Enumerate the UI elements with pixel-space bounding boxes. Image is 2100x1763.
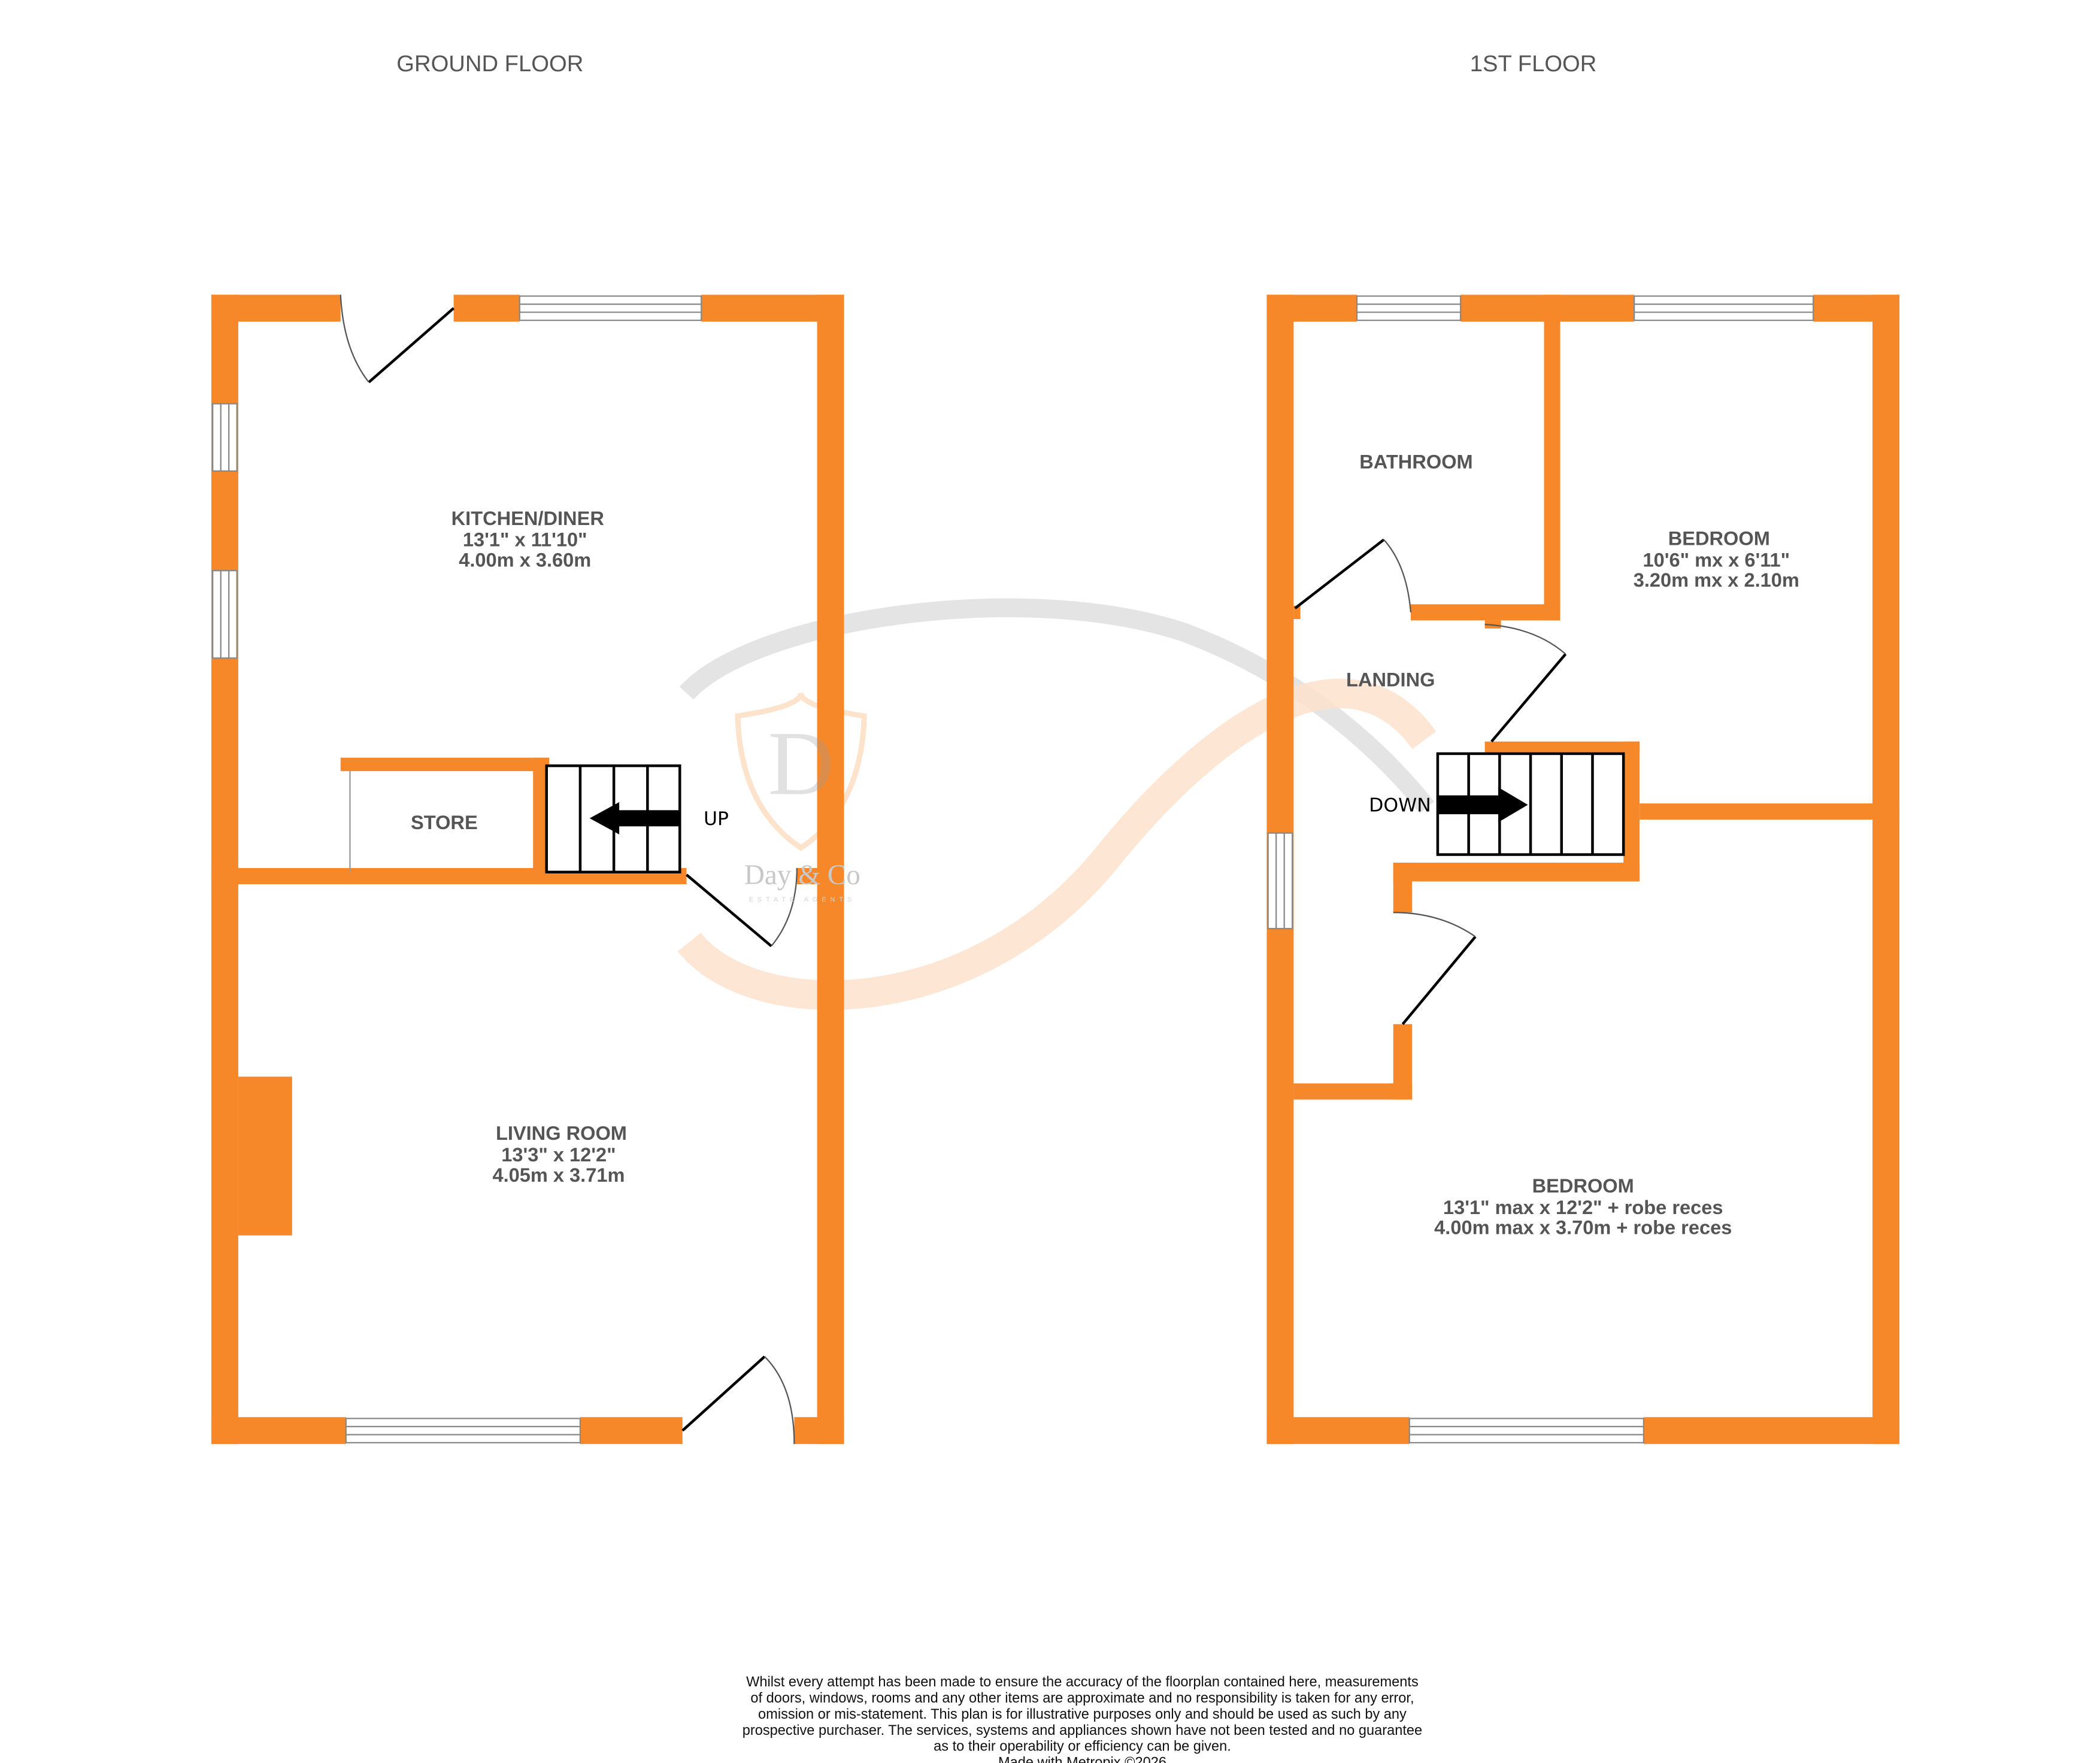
first-stairs [1436, 752, 1625, 856]
door-icon [1393, 912, 1477, 1025]
window [1408, 1418, 1645, 1444]
kitchen-metric: 4.00m x 3.60m [459, 548, 591, 571]
window [212, 570, 238, 659]
watermark-grey-swoosh [679, 598, 1435, 814]
fireplace [238, 1076, 292, 1236]
stairs-down-label: DOWN [1369, 795, 1431, 817]
first-walls [1266, 295, 1900, 1445]
living-name: LIVING ROOM [496, 1122, 627, 1144]
first-doors [1294, 538, 1567, 1025]
watermark-letter: D [768, 713, 834, 814]
bedroom-large-imperial: 13'1" max x 12'2" + robe reces [1443, 1196, 1723, 1218]
disclaimer-line: of doors, windows, rooms and any other i… [750, 1691, 1414, 1706]
ground-stairs [545, 764, 681, 874]
window [519, 295, 702, 321]
store-name: STORE [411, 811, 478, 833]
watermark-name: Day & Co [744, 860, 860, 891]
bedroom-small-imperial: 10'6" mx x 6'11" [1643, 548, 1790, 571]
disclaimer-line: omission or mis-statement. This plan is … [758, 1707, 1407, 1722]
first-floor-plan: DOWN BATHROOM BEDROOM 10'6" mx x 6'11" 3… [1266, 295, 1900, 1445]
ground-doors [340, 295, 798, 1445]
disclaimer: Whilst every attempt has been made to en… [743, 1674, 1422, 1763]
bedroom-large-name: BEDROOM [1532, 1175, 1634, 1197]
arrow-right-icon [1437, 787, 1528, 823]
bedroom-small-metric: 3.20m mx x 2.10m [1634, 569, 1799, 591]
disclaimer-line: Whilst every attempt has been made to en… [746, 1674, 1419, 1690]
bedroom-large-metric: 4.00m max x 3.70m + robe reces [1434, 1216, 1732, 1238]
watermark-orange-swoosh [677, 678, 1437, 1010]
watermark-text: D Day & Co ESTATE AGENTS [744, 713, 860, 903]
kitchen-imperial: 13'1" x 11'10" [463, 529, 587, 551]
window [345, 1418, 581, 1444]
ground-floor-plan: UP KITCHEN/DINER 13'1" x 11'10" 4.00m x … [211, 295, 844, 1445]
ground-windows [212, 295, 702, 1444]
living-imperial: 13'3" x 12'2" [501, 1143, 616, 1166]
first-floor-title: 1ST FLOOR [1470, 51, 1597, 77]
disclaimer-line: as to their operability or efficiency ca… [934, 1739, 1231, 1755]
first-windows [1267, 295, 1814, 1444]
door-icon [1484, 623, 1567, 743]
window [1356, 295, 1462, 321]
bedroom-small-name: BEDROOM [1668, 527, 1770, 549]
window [1634, 295, 1814, 321]
ground-walls [211, 295, 844, 1445]
landing-name: LANDING [1346, 669, 1435, 691]
disclaimer-credit: Made with Metropix ©2026 [998, 1755, 1166, 1763]
ground-floor-title: GROUND FLOOR [396, 51, 583, 77]
living-metric: 4.05m x 3.71m [492, 1164, 625, 1186]
bathroom-name: BATHROOM [1359, 450, 1472, 472]
watermark-tagline: ESTATE AGENTS [749, 896, 856, 903]
door-icon [686, 868, 798, 948]
disclaimer-line: prospective purchaser. The services, sys… [743, 1723, 1422, 1738]
door-icon [1294, 538, 1412, 612]
watermark [677, 598, 1437, 1010]
stairs-up-label: UP [704, 808, 729, 830]
window [1267, 832, 1293, 930]
kitchen-name: KITCHEN/DINER [451, 507, 604, 529]
door-icon [340, 295, 455, 384]
watermark-shield-icon [735, 692, 867, 851]
window [212, 403, 238, 472]
door-icon [681, 1355, 795, 1445]
